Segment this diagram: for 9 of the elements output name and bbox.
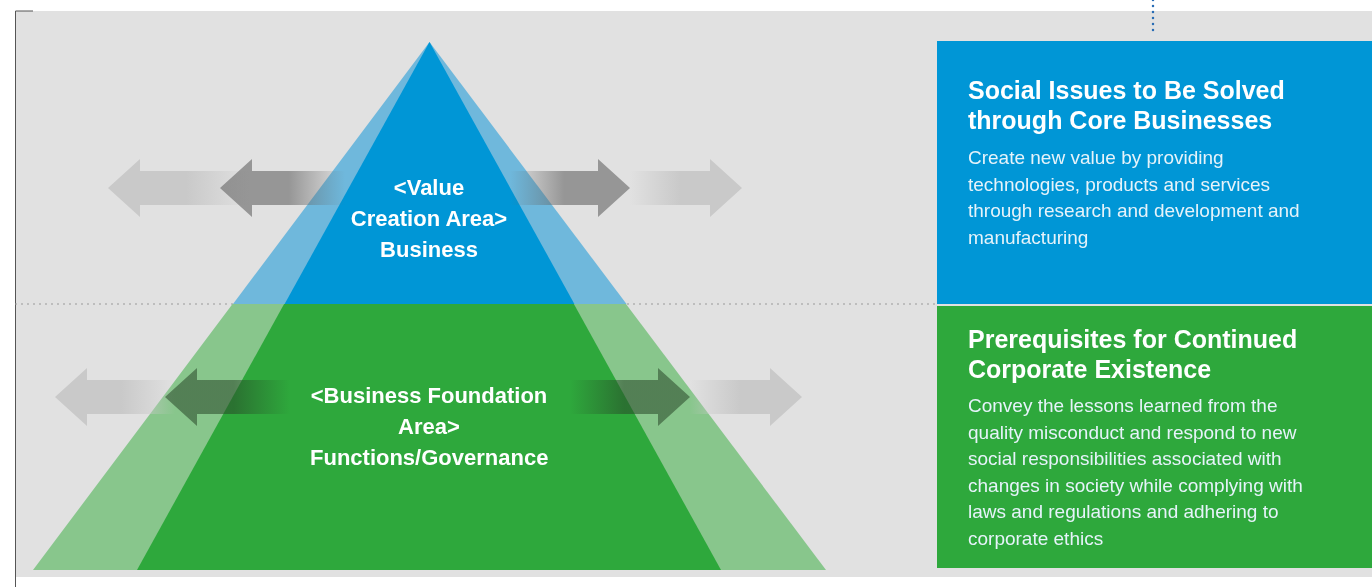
info-panel [937,41,1372,304]
panel-heading: Social Issues to Be Solved through Core Businesses [968,75,1286,135]
panel-description: Convey the lessons learned from the quality misconduct and respond to new social responsibilities associated with changes in society while complying with laws and regulations and adhering to corporate ethics [968,394,1304,551]
tier-label: <Business Foundation Area> Functions/Governance [310,382,548,472]
panel-description: Create new value by providing technologies, products and services through research and development and manufacturing [968,146,1301,250]
info-panel [937,306,1372,568]
tier-label: <Value Creation Area> Business [350,174,508,264]
panel-heading: Prerequisites for Continued Corporate Existence [968,324,1299,384]
pyramid-tier [33,304,826,570]
